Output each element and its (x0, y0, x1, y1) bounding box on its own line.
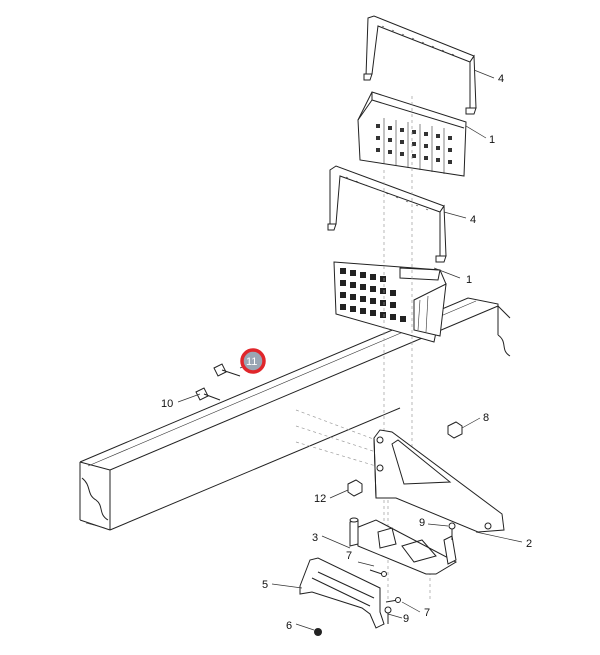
screw-7-right (385, 597, 401, 603)
callout-8: 8 (483, 412, 489, 424)
mounting-bracket (373, 429, 505, 533)
callout-12: 12 (314, 493, 326, 505)
callout-5: 5 (262, 579, 268, 591)
callout-4-top: 4 (498, 73, 504, 85)
callout-2: 2 (526, 538, 532, 550)
callout-9-lower: 9 (403, 613, 409, 625)
panel-lower-grille (333, 261, 447, 343)
bolt-10 (195, 387, 221, 401)
u-bracket-middle (327, 165, 447, 263)
leader-lines (177, 69, 523, 631)
nut-12 (347, 479, 363, 497)
alignment-lines (295, 96, 431, 600)
base-plate (349, 517, 458, 575)
bolt-11 (213, 363, 241, 377)
callout-4-middle: 4 (470, 214, 476, 226)
callout-9-upper: 9 (419, 517, 425, 529)
callout-3: 3 (312, 532, 318, 544)
screw-7-left (369, 569, 387, 577)
callout-1-upper: 1 (489, 134, 495, 146)
screw-9-upper (448, 522, 456, 540)
nut-6 (314, 628, 322, 636)
callout-10: 10 (161, 398, 173, 410)
callouts: 1 1 2 3 4 4 5 6 7 7 8 9 9 10 12 (161, 73, 532, 632)
callout-7-left: 7 (346, 550, 352, 562)
callout-7-right: 7 (424, 607, 430, 619)
callout-6: 6 (286, 620, 292, 632)
nut-8 (447, 421, 463, 439)
callout-1-lower: 1 (466, 274, 472, 286)
callout-11-label: 11 (246, 356, 257, 368)
callout-11-highlighted[interactable]: 11 (240, 348, 266, 374)
frame-rail (79, 297, 511, 531)
lower-handle-bracket (299, 557, 385, 629)
screw-9-lower (384, 606, 392, 624)
u-bracket-top (363, 15, 477, 115)
